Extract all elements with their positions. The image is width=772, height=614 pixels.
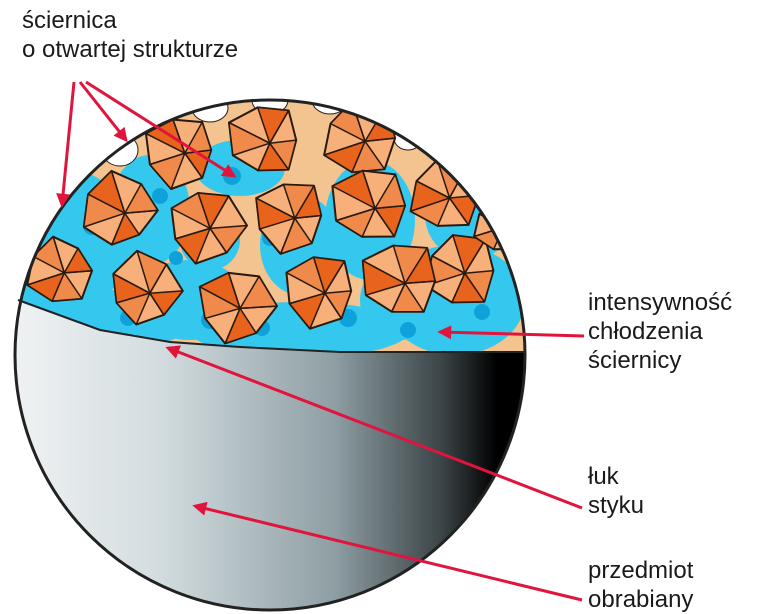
label-line: przedmiot — [588, 556, 693, 585]
pore — [372, 90, 408, 118]
grain-edge — [495, 199, 504, 228]
label-workpiece: przedmiot obrabiany — [588, 556, 693, 614]
abrasive-grain — [474, 199, 527, 249]
label-line: łuk — [588, 462, 644, 491]
coolant-droplet — [152, 188, 168, 204]
label-line: ściernica — [22, 6, 238, 35]
pore — [424, 104, 456, 132]
coolant-droplet — [400, 322, 416, 338]
arrow-wheel-middle — [80, 82, 126, 140]
coolant-droplet — [169, 251, 183, 265]
label-line: ściernicy — [588, 346, 732, 375]
coolant-droplet — [474, 304, 490, 320]
label-line: chłodzenia — [588, 317, 732, 346]
label-line: obrabiany — [588, 585, 693, 614]
label-line: o otwartej strukturze — [22, 35, 238, 64]
arrow-wheel-left — [62, 82, 74, 205]
label-contact-arc: łuk styku — [588, 462, 644, 520]
label-line: intensywność — [588, 288, 732, 317]
label-open-structure-wheel: ściernica o otwartej strukturze — [22, 6, 238, 64]
grain-facet — [504, 226, 527, 249]
label-line: styku — [588, 491, 644, 520]
label-cooling-intensity: intensywność chłodzenia ściernicy — [588, 288, 732, 375]
grain-facet — [504, 202, 527, 227]
grain-edge — [504, 227, 518, 249]
